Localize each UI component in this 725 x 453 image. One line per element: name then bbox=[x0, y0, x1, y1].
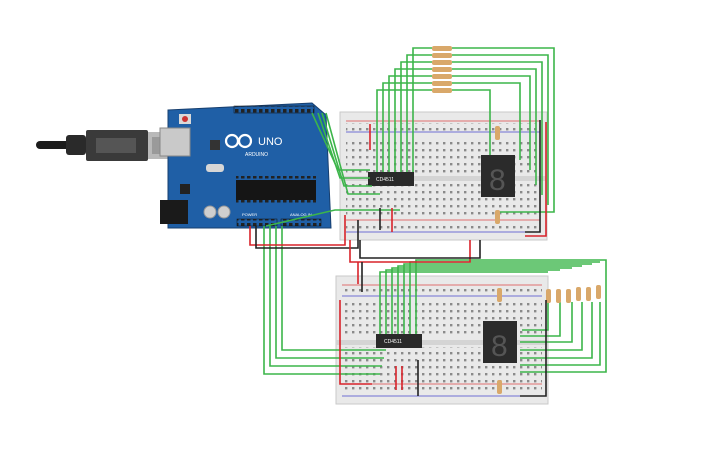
seven-segment-display-top: 8 bbox=[481, 155, 515, 197]
display-digit: 8 bbox=[491, 330, 508, 363]
arduino-model-text: UNO bbox=[258, 136, 283, 148]
power-header-label: POWER bbox=[242, 212, 257, 217]
wires-power bbox=[249, 120, 547, 397]
arduino-brand-text: ARDUINO bbox=[245, 152, 268, 158]
chip-label: CD4511 bbox=[376, 177, 394, 183]
analog-header-label: ANALOG IN bbox=[290, 212, 312, 217]
chip-label: CD4511 bbox=[384, 339, 402, 345]
decoder-chip-bottom: CD4511 bbox=[376, 334, 422, 348]
seven-segment-display-bottom: 8 bbox=[483, 321, 517, 363]
arduino-logo-icon bbox=[224, 133, 253, 149]
resistors-top bbox=[432, 46, 500, 224]
display-digit: 8 bbox=[489, 164, 506, 197]
resistors-bottom bbox=[497, 285, 601, 394]
wires-green-top bbox=[311, 47, 555, 213]
breadboard-top bbox=[339, 111, 548, 241]
decoder-chip-top: CD4511 bbox=[368, 172, 414, 186]
arduino-uno-board: ARDUINO UNO POWER ANALOG IN bbox=[159, 102, 332, 229]
